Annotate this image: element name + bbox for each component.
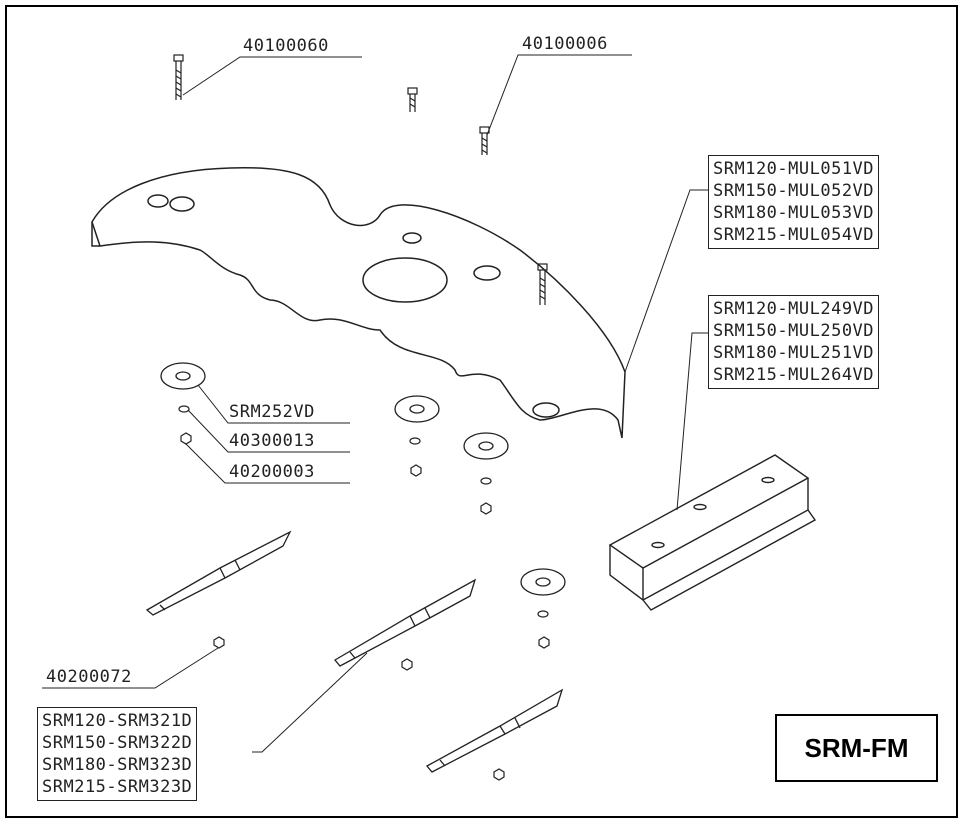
- deck-plate-codes-box: SRM120-MUL051VD SRM150-MUL052VD SRM180-M…: [708, 155, 880, 249]
- baffle-codes-box: SRM120-MUL249VD SRM150-MUL250VD SRM180-M…: [708, 295, 880, 389]
- deck-plate-code: SRM215-MUL054VD: [713, 225, 875, 245]
- blade-codes-box: SRM120-SRM321D SRM150-SRM322D SRM180-SRM…: [37, 707, 198, 801]
- bolt-long: [173, 54, 184, 100]
- lock-washers: [178, 405, 549, 618]
- deck-plate: [91, 166, 626, 439]
- baffle-code: SRM120-MUL249VD: [713, 299, 875, 319]
- label-bolt-long: 40100060: [243, 36, 329, 56]
- blade-code: SRM180-SRM323D: [42, 755, 193, 775]
- washer-plate: [520, 568, 566, 596]
- nuts: [180, 432, 550, 781]
- label-bolt-short: 40100006: [522, 34, 608, 54]
- model-tag: SRM-FM: [775, 714, 938, 782]
- drawing-frame: [5, 5, 958, 818]
- deck-plate-code: SRM180-MUL053VD: [713, 203, 875, 223]
- deck-plate-code: SRM150-MUL052VD: [713, 181, 875, 201]
- baffle-code: SRM150-MUL250VD: [713, 321, 875, 341]
- bolt-small: [407, 87, 418, 112]
- blade-code: SRM120-SRM321D: [42, 711, 193, 731]
- blade: [425, 688, 564, 773]
- washer-plate: [394, 395, 440, 423]
- deck-plate-code: SRM120-MUL051VD: [713, 159, 875, 179]
- blade: [145, 530, 292, 616]
- blade-code: SRM215-SRM323D: [42, 777, 193, 797]
- washer-plate: [463, 432, 509, 460]
- baffle-code: SRM180-MUL251VD: [713, 343, 875, 363]
- bolt-short: [479, 126, 490, 155]
- label-nut-small: 40200003: [229, 462, 315, 482]
- baffle-code: SRM215-MUL264VD: [713, 365, 875, 385]
- label-lock-washer: 40300013: [229, 431, 315, 451]
- bolt-side: [537, 263, 548, 305]
- baffle: [608, 454, 817, 611]
- leader-lines: [42, 54, 708, 753]
- blade: [334, 578, 477, 667]
- washer-plate: [160, 362, 206, 390]
- label-blade-nut: 40200072: [46, 667, 132, 687]
- blade-code: SRM150-SRM322D: [42, 733, 193, 753]
- label-washer-plate: SRM252VD: [229, 402, 315, 422]
